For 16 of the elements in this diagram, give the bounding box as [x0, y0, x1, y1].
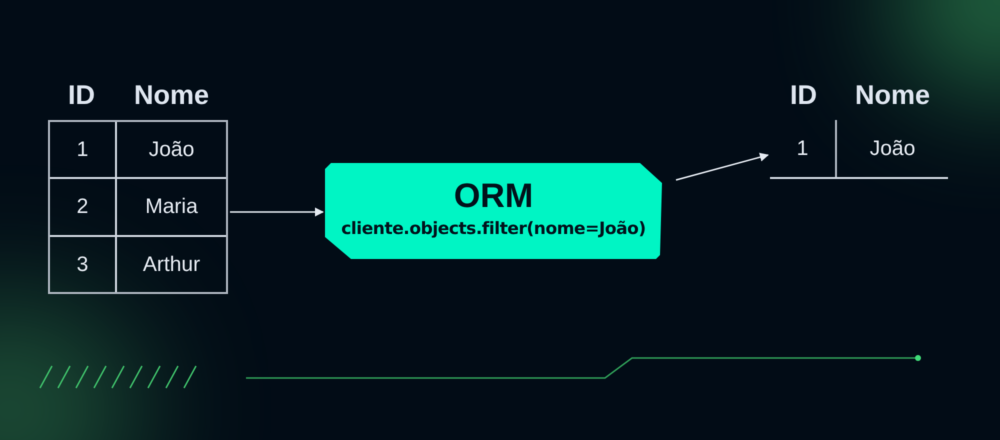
table-cell-text: 1 [796, 136, 810, 162]
column-header: ID [789, 78, 818, 112]
box-title: ORM [454, 179, 534, 214]
column-header: ID [67, 78, 96, 112]
table-cell: Maria [115, 179, 226, 235]
table-cell: João [835, 120, 948, 177]
code-text: cliente.objects.filter(nome=João) [341, 218, 646, 242]
table-cell-text: 2 [76, 194, 90, 220]
table-cell: João [115, 122, 226, 178]
arrow [230, 208, 324, 216]
column-header: Nome [854, 78, 931, 112]
table-cell: Arthur [115, 236, 226, 292]
table-cell-text: 3 [76, 252, 90, 278]
column-header: Nome [132, 78, 210, 112]
arrow [676, 152, 769, 181]
table-cell-text: 1 [76, 136, 90, 163]
